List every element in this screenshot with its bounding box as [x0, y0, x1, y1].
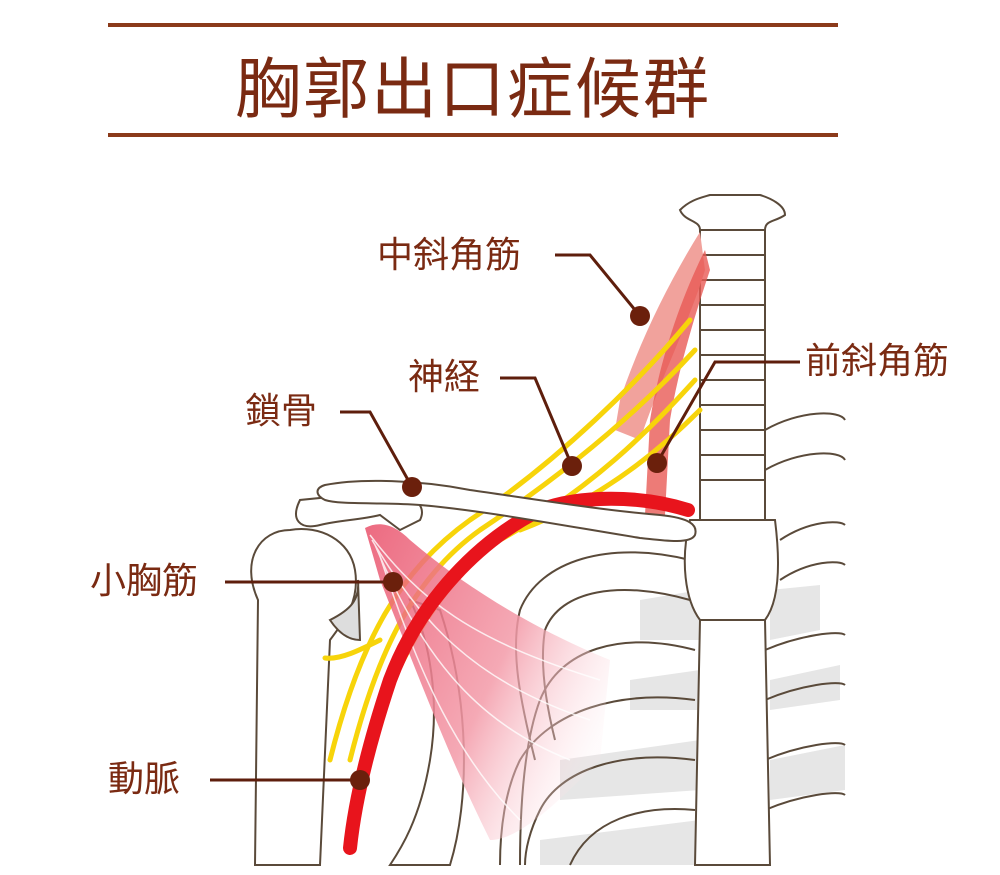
label-anterior-scalene: 前斜角筋 [805, 341, 950, 382]
subclavian-artery [343, 491, 695, 855]
label-pectoralis-minor: 小胸筋 [90, 561, 199, 602]
spine-and-sternum [678, 194, 787, 866]
leader-lines [210, 253, 800, 782]
rib-cage [499, 412, 846, 866]
leader-dots [350, 306, 667, 790]
label-artery: 動脈 [108, 759, 181, 800]
label-nerve: 神経 [408, 357, 481, 398]
label-middle-scalene: 中斜角筋 [377, 235, 522, 276]
label-clavicle: 鎖骨 [245, 391, 318, 432]
humerus [250, 528, 362, 866]
page-title: 胸郭出口症候群 [235, 51, 711, 128]
